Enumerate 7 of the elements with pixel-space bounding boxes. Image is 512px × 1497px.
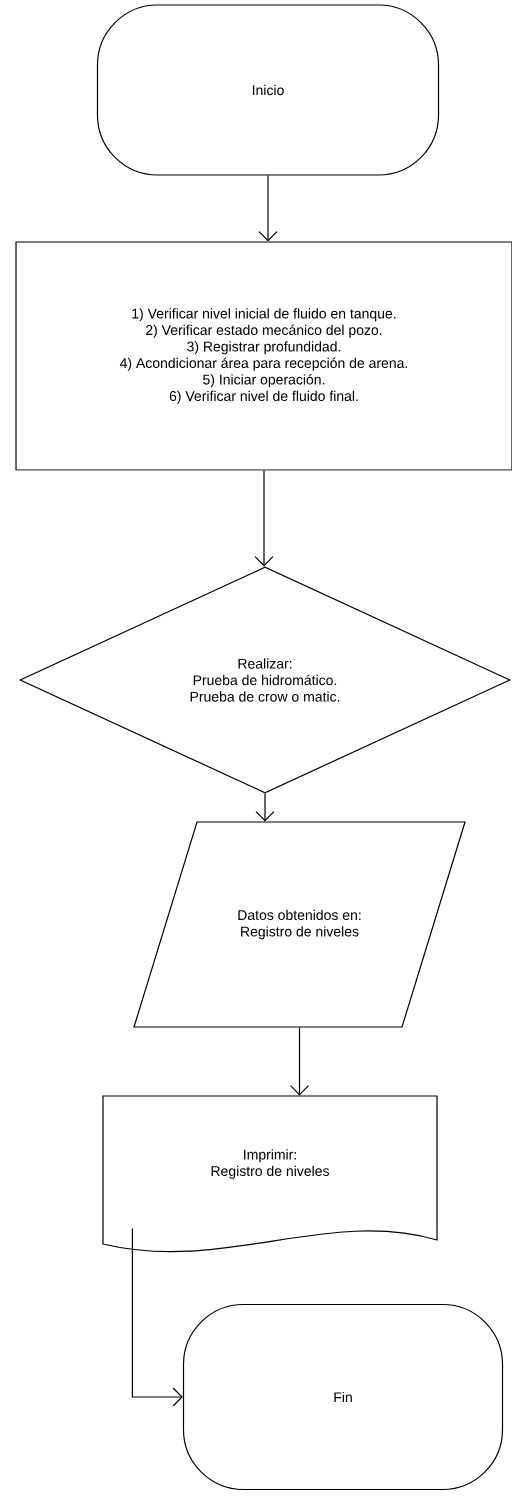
arrow — [131, 1228, 183, 1407]
arrow — [255, 793, 275, 822]
process-box: 1) Verificar nivel inicial de fluido en tanque. 2) Verificar estado mecánico del pozo. 3) Registrar profundidad. 4) Acondicionar área para recepción de arena. 5) Iniciar operación. 6) Verificar nivel de fluido final. — [15, 241, 512, 471]
arrow — [289, 1027, 310, 1096]
arrow — [254, 470, 274, 567]
data-parallelogram: Datos obtenidos en: Registro de niveles — [133, 821, 466, 1028]
arrow — [258, 175, 278, 242]
